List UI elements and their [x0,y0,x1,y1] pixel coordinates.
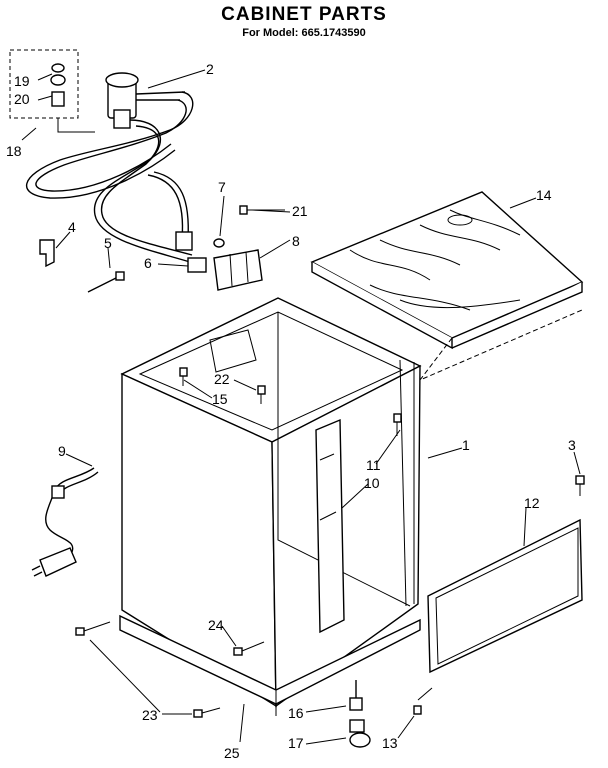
inlet-valve [105,72,186,129]
callout-16: 16 [288,705,304,721]
callout-14: 14 [536,187,552,203]
inlet-valve-inset [9,49,95,133]
top-board [310,191,584,382]
callout-1: 1 [462,437,470,453]
screw-22 [257,385,266,404]
screw-15 [179,367,188,386]
callout-6: 6 [144,255,152,271]
screw-13 [413,687,433,715]
callout-25: 25 [224,745,240,761]
callout-13: 13 [382,735,398,751]
callout-24: 24 [208,617,224,633]
caster [349,719,371,748]
callout-19: 19 [14,73,30,89]
screw-23 [75,621,221,718]
callout-3: 3 [568,437,576,453]
callout-15: 15 [212,391,228,407]
callout-18: 18 [6,143,22,159]
callout-11: 11 [366,457,381,473]
valve-bracket [213,249,263,291]
callout-10: 10 [364,475,380,491]
callout-labels: 1 2 3 4 5 6 7 8 9 10 11 12 13 14 15 16 1… [6,61,576,761]
cabinet [119,297,422,716]
front-panel [427,518,583,674]
leader-lines [21,69,581,745]
callout-8: 8 [292,233,300,249]
callout-12: 12 [524,495,540,511]
fill-hoses [26,91,194,263]
callout-17: 17 [288,735,304,751]
screw-24 [233,641,265,656]
leveling-leg [349,680,363,711]
callout-22: 22 [214,371,230,387]
wire-tie [87,275,121,293]
callout-7: 7 [218,179,226,195]
screw-21 [239,205,285,215]
screw-3 [575,475,585,496]
callout-9: 9 [58,443,66,459]
hose-clip [39,239,55,268]
callout-2: 2 [206,61,214,77]
callout-21: 21 [292,203,308,219]
model-subtitle: For Model: 665.1743590 [242,27,366,39]
callout-4: 4 [68,219,76,235]
hose-clamp [187,257,207,273]
callout-20: 20 [14,91,30,107]
power-cord [31,467,99,577]
callout-5: 5 [104,235,112,251]
callout-23: 23 [142,707,158,723]
diagram-title: CABINET PARTS [221,4,387,25]
washer [213,238,225,248]
